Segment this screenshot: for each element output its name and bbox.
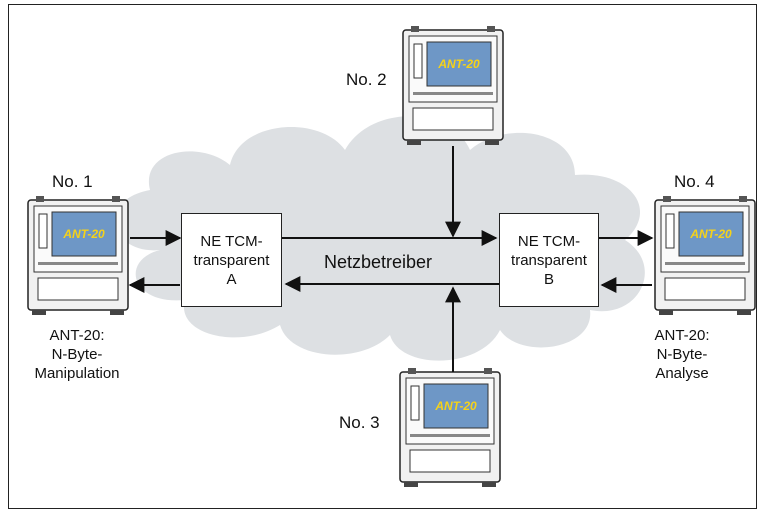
device-no2: ANT-20	[402, 25, 504, 146]
device-no4-label: No. 4	[674, 172, 715, 191]
device-no1-label: No. 1	[52, 172, 93, 191]
device-no2-screen-text: ANT-20	[437, 57, 480, 71]
caption-right-line3: Analyse	[655, 365, 709, 382]
device-no3: ANT-20	[399, 367, 501, 488]
ne-a-line1: NE TCM-	[200, 232, 263, 250]
device-no3-screen-text: ANT-20	[434, 399, 477, 413]
device-no4-screen-text: ANT-20	[689, 227, 732, 241]
device-no1-screen-text: ANT-20	[62, 227, 105, 241]
caption-right-line2: N-Byte-	[656, 346, 708, 363]
ne-b-line3: B	[543, 270, 554, 288]
ne-a-line3: A	[226, 270, 237, 288]
caption-right-line1: ANT-20:	[654, 327, 710, 344]
network-label: Netzbetreiber	[324, 252, 433, 272]
ne-b-line2: transparent	[511, 251, 587, 269]
device-no2-label: No. 2	[346, 70, 387, 89]
caption-left-line1: ANT-20:	[49, 327, 105, 344]
ne-box-a: NE TCM- transparent A	[181, 213, 282, 307]
device-no3-label: No. 3	[339, 413, 380, 432]
device-no4: ANT-20	[654, 195, 756, 316]
ne-a-line2: transparent	[193, 251, 270, 269]
caption-right: ANT-20: N-Byte- Analyse	[617, 326, 747, 383]
caption-left-line2: N-Byte-	[51, 346, 103, 363]
caption-left-line3: Manipulation	[34, 365, 120, 382]
device-no1: ANT-20	[27, 195, 129, 316]
caption-left: ANT-20: N-Byte- Manipulation	[7, 326, 147, 383]
ne-b-line1: NE TCM-	[517, 232, 581, 250]
ne-box-b: NE TCM- transparent B	[499, 213, 599, 307]
